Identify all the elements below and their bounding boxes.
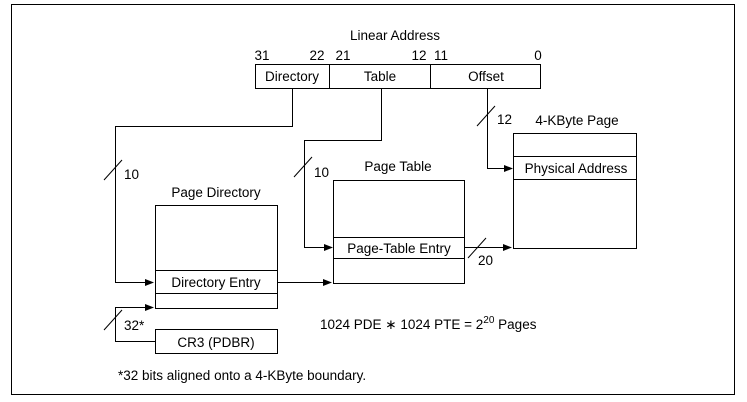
physical-address-label: Physical Address [525, 161, 628, 176]
page-directory-table: Directory Entry [155, 205, 278, 309]
bit-12-label: 12 [411, 48, 426, 63]
cr3-label: CR3 (PDBR) [177, 335, 254, 350]
linear-address-register: Directory Table Offset [255, 64, 541, 89]
cr3-to-directory-path: 32* [103, 304, 156, 342]
directory-bus-width: 10 [124, 167, 139, 182]
pde-to-page-table-arrow [277, 279, 332, 286]
bit-31-label: 31 [254, 48, 269, 63]
page-table-entry-label: Page-Table Entry [347, 241, 451, 256]
table-index-path: 10 [293, 88, 382, 251]
cr3-bus-width: 32* [124, 318, 145, 333]
page-table-table: Page-Table Entry [333, 180, 465, 284]
bit-11-label: 11 [434, 48, 448, 63]
directory-index-path: 10 [103, 88, 293, 286]
equation-exponent: 20 [483, 315, 495, 326]
linear-address-title: Linear Address [350, 28, 440, 43]
table-bus-width: 10 [314, 165, 329, 180]
page-frame: Physical Address [513, 133, 637, 249]
page-title: 4-KByte Page [535, 113, 618, 128]
cr3-register: CR3 (PDBR) [155, 329, 278, 354]
offset-path: 12 [476, 88, 513, 172]
footnote: *32 bits aligned onto a 4-KByte boundary… [118, 368, 366, 383]
equation-right: Pages [494, 317, 536, 332]
table-field-label: Table [364, 69, 396, 84]
page-count-equation: 1024 PDE ∗ 1024 PTE = 220 Pages [320, 315, 537, 332]
equation-left: 1024 PDE ∗ 1024 PTE = 2 [320, 317, 483, 332]
offset-field-label: Offset [468, 69, 504, 84]
figure-frame [11, 4, 735, 395]
page-directory-title: Page Directory [171, 185, 261, 200]
bit-21-label: 21 [335, 48, 350, 63]
page-table-title: Page Table [364, 159, 431, 174]
bit-0-label: 0 [534, 48, 542, 63]
pte-to-page-arrow: 20 [464, 237, 512, 268]
directory-entry-label: Directory Entry [171, 275, 261, 290]
pte-bus-width: 20 [478, 253, 493, 268]
bit-22-label: 22 [309, 48, 324, 63]
offset-bus-width: 12 [497, 112, 512, 127]
directory-field-label: Directory [265, 69, 319, 84]
